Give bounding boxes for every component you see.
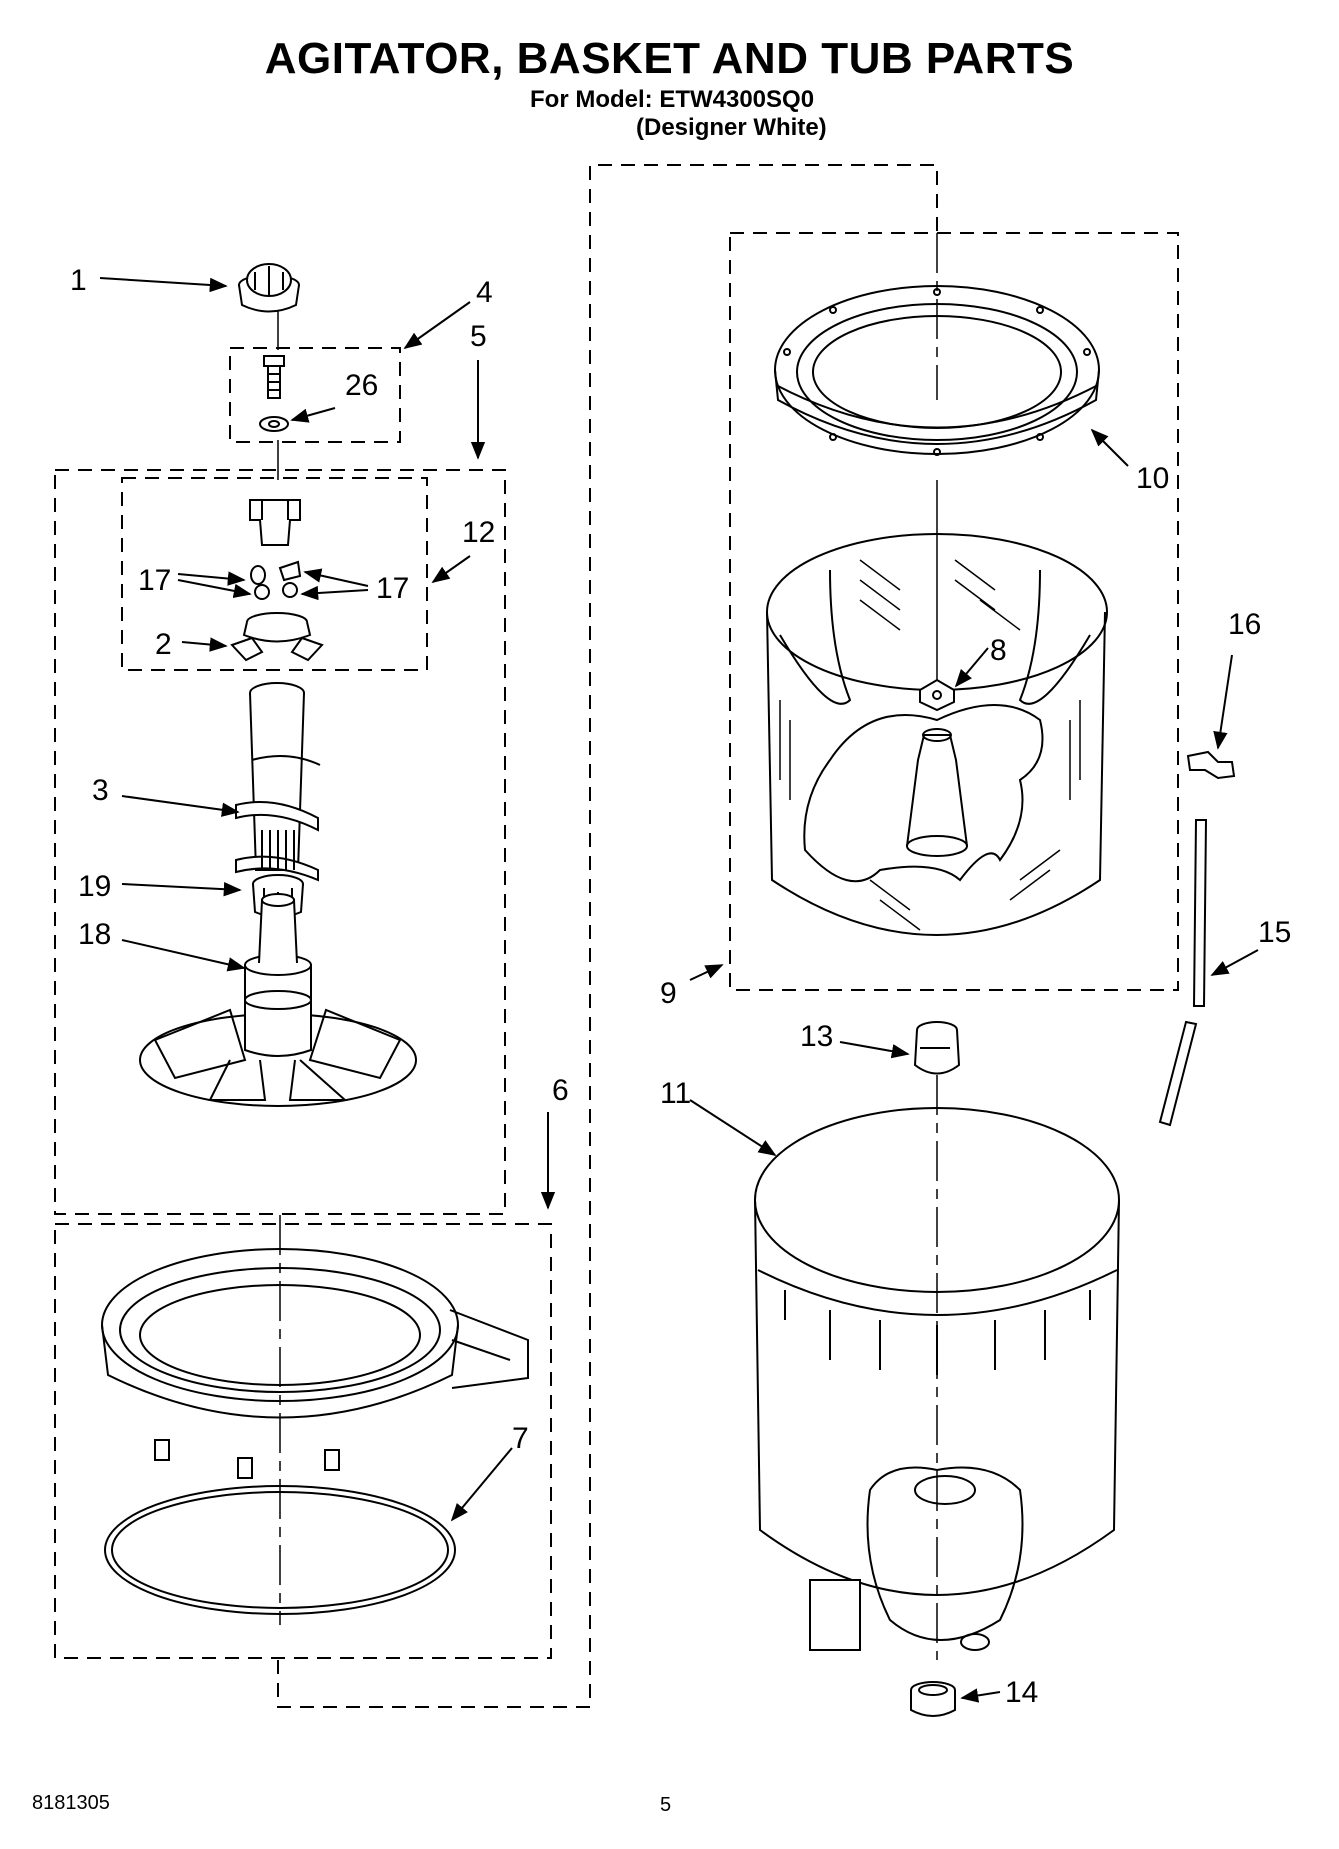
part-seal [104,1485,456,1615]
box-6 [54,1223,552,1659]
callout-17-left: 17 [138,564,171,597]
part-hose [1158,819,1208,1127]
callout-11: 11 [660,1077,691,1110]
callout-2: 2 [155,628,172,661]
part-balance-ring [774,285,1100,456]
callout-6: 6 [552,1074,569,1107]
callout-15: 15 [1258,916,1291,949]
callout-14: 14 [1005,1676,1038,1709]
callout-16: 16 [1228,608,1261,641]
part-outer-tub [754,1107,1120,1651]
part-clip [1186,750,1236,780]
callout-13: 13 [800,1020,833,1053]
callout-19: 19 [78,870,111,903]
part-tub-ring [101,1248,529,1479]
centerlines [277,233,938,1660]
callout-8: 8 [990,634,1007,667]
part-cap [238,263,300,313]
callout-12: 12 [462,516,495,549]
callout-5: 5 [470,320,487,353]
callout-26: 26 [345,369,378,402]
part-bolt [259,355,289,432]
part-auger [235,682,321,882]
link-line [277,164,938,1708]
basket-perforations [779,559,1081,931]
page-number: 5 [660,1794,672,1816]
callout-17-right: 17 [376,572,409,605]
callout-7: 7 [512,1422,529,1455]
part-bushing [913,1021,961,1075]
callout-4: 4 [476,276,493,309]
finish-line: (Designer White) [636,114,827,141]
leader-arrows [99,277,1259,1703]
callout-18: 18 [78,918,111,951]
callout-1: 1 [70,264,87,297]
box-9 [729,232,1179,991]
callout-labels: 1 4 5 26 12 17 17 2 3 19 18 6 7 10 8 16 … [70,264,1291,1709]
callout-3: 3 [92,774,109,807]
group-boxes [54,164,1179,1708]
page-title: AGITATOR, BASKET AND TUB PARTS [264,34,1075,83]
box-12 [121,477,428,671]
part-agitator-dogs [230,499,324,662]
callout-10: 10 [1136,462,1169,495]
part-drain-cap [910,1681,956,1717]
box-4 [229,347,401,443]
callout-9: 9 [660,977,677,1010]
part-agitator-base [139,893,417,1107]
document-number: 8181305 [32,1792,110,1814]
part-basket [766,533,1108,936]
model-line: For Model: ETW4300SQ0 [530,86,815,113]
